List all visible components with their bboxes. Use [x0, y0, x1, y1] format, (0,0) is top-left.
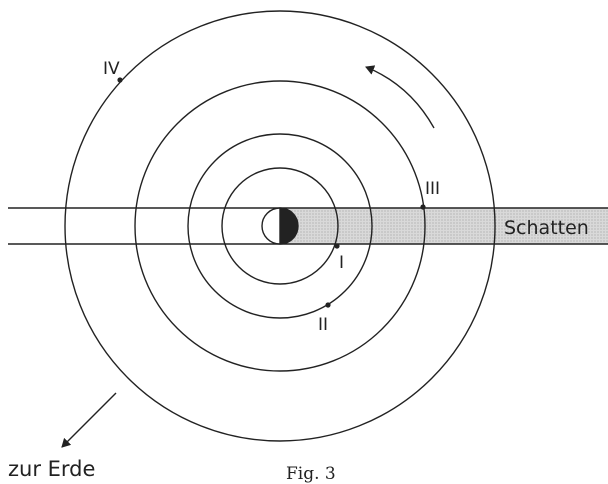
- orbit-1: [221, 167, 339, 285]
- earth-label: zur Erde: [8, 457, 95, 481]
- planet-night-side: [280, 208, 298, 244]
- label-IV: IV: [103, 59, 120, 79]
- revolution-arrow: [365, 65, 435, 129]
- orbit-4: [64, 10, 496, 442]
- moon-position-I: [334, 243, 340, 249]
- orbit-3: [134, 80, 426, 372]
- moon-position-III: [420, 204, 426, 210]
- label-II: II: [318, 315, 328, 335]
- moon-position-IV: [117, 77, 123, 83]
- orbit-2: [187, 133, 373, 319]
- moon-position-II: [325, 302, 331, 308]
- figure-caption: Fig. 3: [286, 464, 336, 484]
- shadow-label: Schatten: [504, 217, 589, 239]
- label-I: I: [339, 253, 344, 273]
- label-III: III: [425, 179, 440, 199]
- earth-direction-arrow: [61, 392, 117, 448]
